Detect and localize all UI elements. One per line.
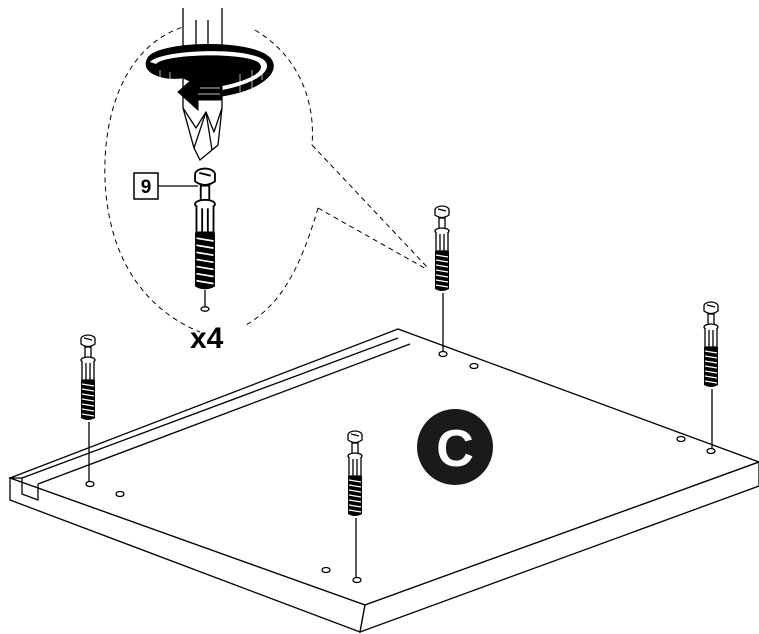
detail-callout: [104, 24, 429, 333]
rotation-arrow-icon: [145, 44, 274, 112]
cam-dowel-icon: [703, 301, 719, 449]
svg-text:C: C: [436, 420, 474, 478]
part-number-label: 9: [133, 172, 198, 200]
cam-dowel-icon: [80, 334, 96, 482]
svg-text:9: 9: [141, 177, 152, 198]
step-badge: C: [417, 409, 493, 485]
panel-board: [8, 328, 759, 634]
cam-dowel-icon: [194, 167, 216, 312]
quantity-label: x4: [190, 322, 224, 355]
cam-dowel-icon: [347, 430, 363, 578]
cam-dowel-icon: [434, 205, 450, 352]
